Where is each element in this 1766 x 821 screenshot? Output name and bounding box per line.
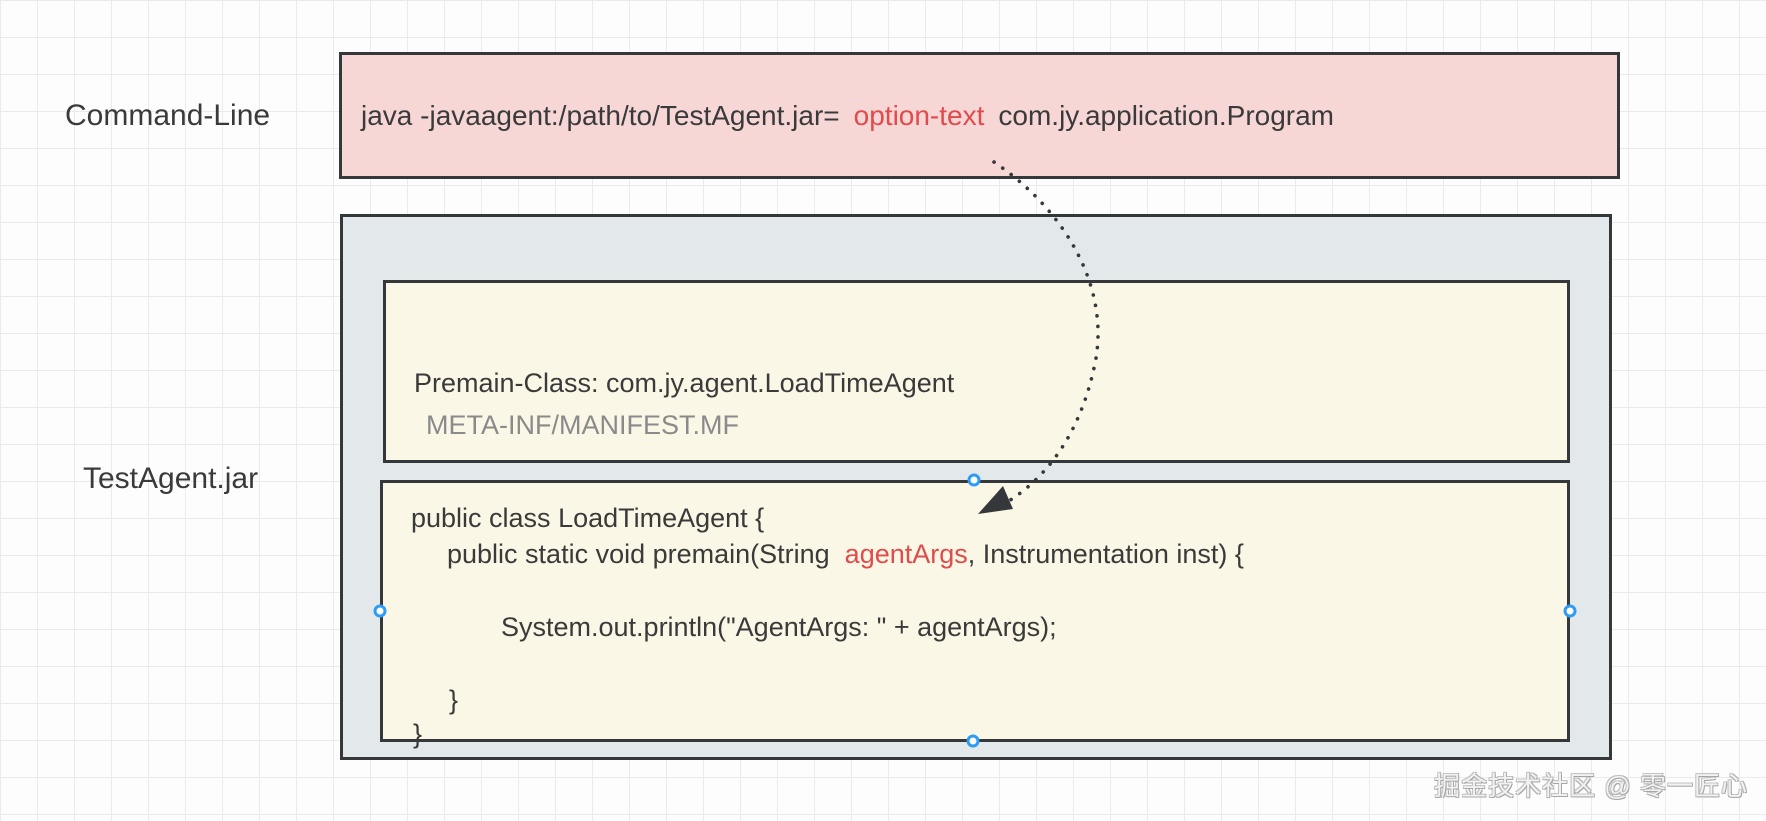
testagent-jar-label[interactable]: TestAgent.jar (83, 462, 259, 495)
command-line-label[interactable]: Command-Line (65, 99, 271, 132)
code-agentargs-text: agentArgs (844, 539, 968, 569)
code-line-2-post: , Instrumentation inst) { (967, 539, 1244, 569)
manifest-box[interactable]: Premain-Class: com.jy.agent.LoadTimeAgen… (383, 280, 1570, 463)
code-line-println: System.out.println("AgentArgs: " + agent… (501, 612, 1057, 642)
command-line-box[interactable]: java -javaagent:/path/to/TestAgent.jar= o… (339, 52, 1620, 179)
manifest-file-label: META-INF/MANIFEST.MF (426, 410, 739, 440)
selection-handle-left[interactable] (373, 604, 387, 618)
selection-handle-bottom[interactable] (966, 734, 980, 748)
code-line-close-method: } (449, 685, 459, 715)
code-line-close-class: } (413, 719, 423, 749)
selection-handle-top[interactable] (967, 473, 981, 487)
watermark-text: 掘金技术社区 @ 零一匠心 (1434, 771, 1748, 801)
code-line-2-pre: public static void premain(String (447, 539, 830, 569)
command-text-prefix: java -javaagent:/path/to/TestAgent.jar= (361, 99, 840, 131)
selection-handle-right[interactable] (1563, 604, 1577, 618)
premain-class-line: Premain-Class: com.jy.agent.LoadTimeAgen… (414, 368, 955, 398)
code-box[interactable]: public class LoadTimeAgent { public stat… (380, 480, 1570, 749)
command-text-suffix: com.jy.application.Program (998, 99, 1335, 131)
command-option-text: option-text (853, 99, 985, 131)
code-line-2: public static void premain(String agentAr… (447, 536, 1244, 573)
code-line-1: public class LoadTimeAgent { (411, 503, 765, 533)
